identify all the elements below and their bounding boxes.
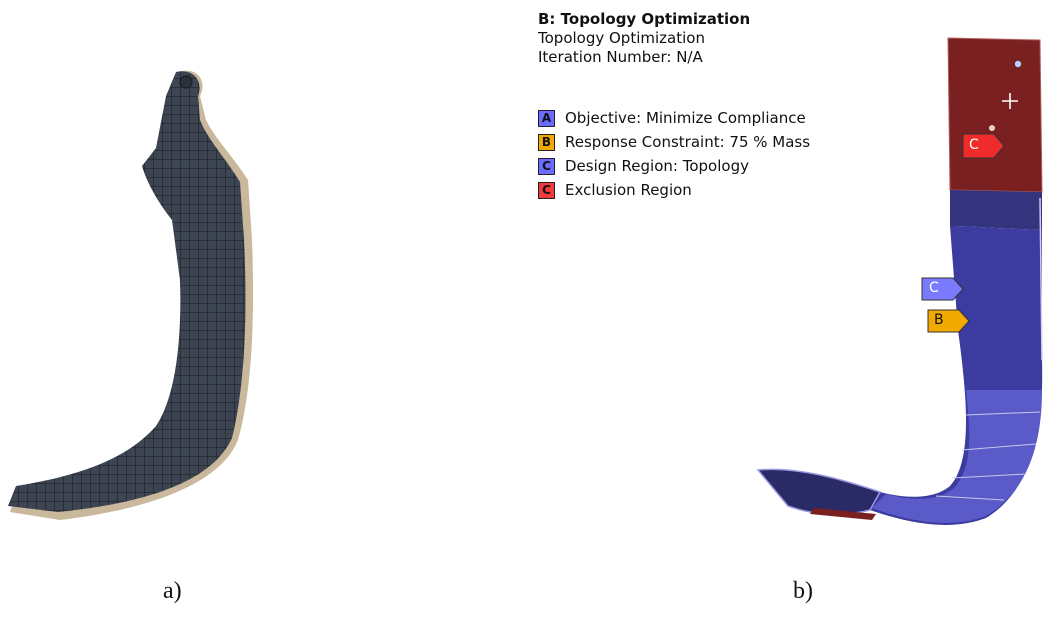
crosshair-icon bbox=[1002, 93, 1018, 109]
model-edge bbox=[1039, 197, 1043, 361]
analysis-title: B: Topology Optimization bbox=[538, 10, 751, 28]
pin-hole bbox=[179, 75, 193, 89]
tag-shape-icon bbox=[927, 309, 970, 333]
caption-b: b) bbox=[793, 578, 813, 604]
legend-key-c-exclusion: C bbox=[538, 181, 555, 199]
hole-marker bbox=[989, 125, 995, 131]
legend-item: A Objective: Minimize Compliance bbox=[538, 106, 810, 130]
marker-label: C bbox=[929, 280, 939, 296]
legend-label: Design Region: Topology bbox=[565, 157, 749, 175]
tag-shape-icon bbox=[962, 133, 1005, 159]
legend-item: C Exclusion Region bbox=[538, 178, 810, 202]
mesh-model-view bbox=[0, 60, 260, 530]
mesh-body bbox=[8, 71, 246, 513]
exclusion-region-tail bbox=[810, 508, 876, 520]
marker-c-exclusion[interactable]: C bbox=[962, 133, 1006, 163]
design-region-tail bbox=[756, 468, 882, 516]
analysis-info: B: Topology Optimization Topology Optimi… bbox=[538, 10, 750, 67]
marker-label: B bbox=[934, 312, 944, 328]
legend-label: Exclusion Region bbox=[565, 181, 692, 199]
design-region-upper bbox=[950, 190, 1042, 230]
legend: A Objective: Minimize Compliance B Respo… bbox=[538, 106, 810, 202]
pin-marker bbox=[1014, 60, 1022, 68]
legend-item: C Design Region: Topology bbox=[538, 154, 810, 178]
legend-label: Response Constraint: 75 % Mass bbox=[565, 133, 811, 151]
tag-shape-icon bbox=[921, 277, 964, 301]
legend-key-c-design: C bbox=[538, 157, 555, 175]
legend-key-b: B bbox=[538, 133, 555, 151]
design-region-lower bbox=[872, 390, 1042, 523]
exclusion-region-top bbox=[947, 37, 1043, 193]
element-edges bbox=[935, 411, 1041, 501]
topology-model-graphic bbox=[756, 37, 1043, 525]
caption-a: a) bbox=[163, 578, 182, 604]
marker-label: C bbox=[969, 137, 979, 153]
analysis-subtitle: Topology Optimization bbox=[538, 29, 705, 47]
legend-item: B Response Constraint: 75 % Mass bbox=[538, 130, 810, 154]
mesh-model-graphic bbox=[8, 70, 254, 521]
marker-b-response[interactable]: B bbox=[927, 309, 971, 337]
legend-key-a: A bbox=[538, 109, 555, 127]
topology-model-view: C C B bbox=[740, 30, 1048, 530]
marker-c-design[interactable]: C bbox=[921, 277, 965, 305]
legend-label: Objective: Minimize Compliance bbox=[565, 109, 806, 127]
iteration-number: Iteration Number: N/A bbox=[538, 48, 703, 66]
